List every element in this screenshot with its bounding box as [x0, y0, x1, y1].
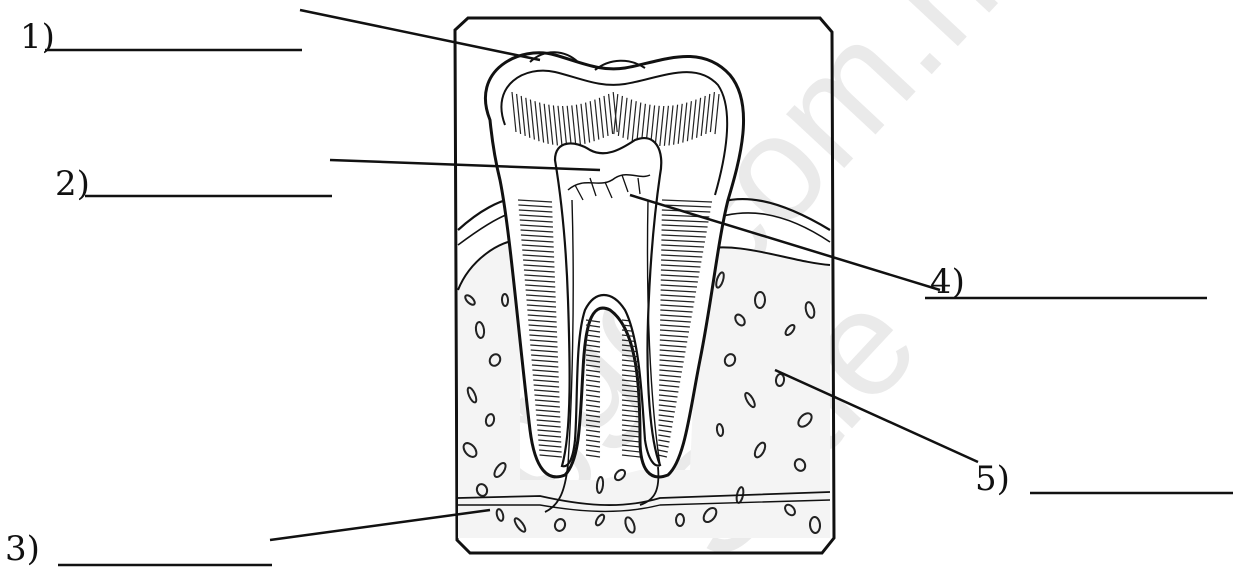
- label-1: 1): [20, 17, 55, 57]
- label-4: 4): [930, 262, 965, 302]
- label-5: 5): [975, 459, 1010, 499]
- label-3: 3): [5, 529, 40, 569]
- label-2: 2): [55, 164, 90, 204]
